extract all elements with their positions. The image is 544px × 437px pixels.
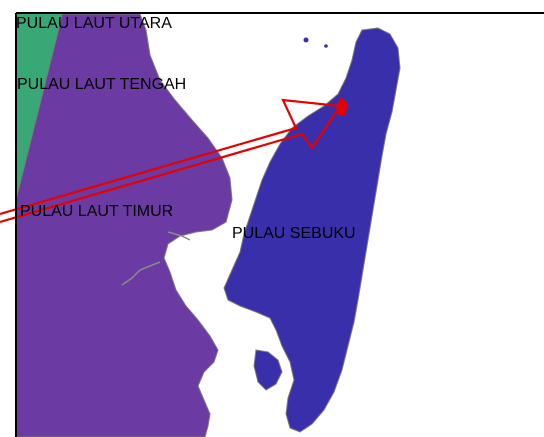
- river-line: [121, 261, 161, 286]
- label-pulau-sebuku: PULAU SEBUKU: [232, 225, 356, 242]
- location-pin-icon[interactable]: [336, 97, 348, 116]
- label-pulau-laut-utara: PULAU LAUT UTARA: [16, 15, 172, 32]
- islet: [324, 44, 328, 48]
- region-pulau-sebuku[interactable]: [223, 27, 401, 433]
- islet: [303, 37, 309, 43]
- label-pulau-laut-timur: PULAU LAUT TIMUR: [20, 203, 174, 220]
- region-pulau-laut-timur[interactable]: [15, 13, 233, 437]
- river-line: [167, 231, 191, 241]
- islet: [253, 349, 283, 391]
- label-pulau-laut-tengah: PULAU LAUT TENGAH: [17, 76, 187, 93]
